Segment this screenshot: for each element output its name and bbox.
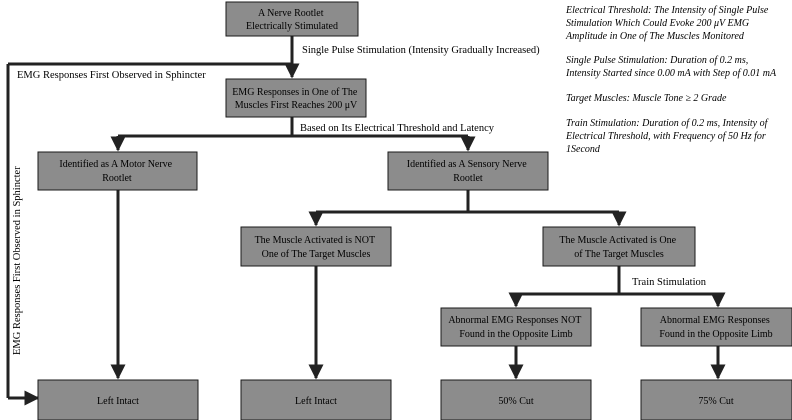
connectors xyxy=(6,36,726,406)
node-motor-rootlet: Identified as A Motor Nerve Rootlet xyxy=(37,151,198,191)
node-root: A Nerve Rootlet Electrically Stimulated xyxy=(225,1,359,37)
node-left-intact-not-target: Left Intact xyxy=(240,379,392,420)
note-target-muscles: Target Muscles: Muscle Tone ≥ 2 Grade xyxy=(566,93,727,104)
node-abnormal-found: Abnormal EMG Responses Found in the Oppo… xyxy=(640,307,792,347)
node-emg-response: EMG Responses in One of The Muscles Firs… xyxy=(225,78,367,118)
node-sensory-rootlet: Identified as A Sensory Nerve Rootlet xyxy=(387,151,549,191)
svg-text:Left Intact: Left Intact xyxy=(295,396,337,407)
notes-panel: Electrical Threshold: The Intensity of S… xyxy=(565,5,777,155)
note-single-pulse: Single Pulse Stimulation: Duration of 0.… xyxy=(565,55,777,79)
svg-text:Left Intact: Left Intact xyxy=(97,396,139,407)
svg-text:Abnormal EMG Responses NOT: Abnormal EMG Responses NOT Found in the … xyxy=(448,315,583,340)
node-abnormal-not-found: Abnormal EMG Responses NOT Found in the … xyxy=(440,307,592,347)
note-train-stimulation: Train Stimulation: Duration of 0.2 ms, I… xyxy=(565,118,770,155)
node-cut-50: 50% Cut xyxy=(440,379,592,420)
label-threshold-latency: Based on Its Electrical Threshold and La… xyxy=(300,123,495,134)
svg-text:Identified as A Sensory Nerve: Identified as A Sensory Nerve Rootlet xyxy=(407,159,529,184)
svg-text:A Nerve Rootlet Electric: A Nerve Rootlet Electrically Stimulated xyxy=(246,8,338,32)
note-electrical-threshold: Electrical Threshold: The Intensity of S… xyxy=(565,5,771,42)
svg-text:The Muscle Activated is One: The Muscle Activated is One of The Targe… xyxy=(559,235,678,260)
label-single-pulse: Single Pulse Stimulation (Intensity Grad… xyxy=(302,45,540,56)
svg-text:The Muscle Activated is NOT: The Muscle Activated is NOT One of The T… xyxy=(255,235,378,260)
node-left-intact-motor: Left Intact xyxy=(37,379,199,420)
node-not-target-muscle: The Muscle Activated is NOT One of The T… xyxy=(240,226,392,267)
svg-text:Abnormal EMG Responses F: Abnormal EMG Responses Found in the Oppo… xyxy=(659,315,772,340)
label-train-stimulation: Train Stimulation xyxy=(632,277,707,288)
svg-text:75% Cut: 75% Cut xyxy=(698,396,734,407)
label-sphincter-horizontal: EMG Responses First Observed in Sphincte… xyxy=(17,70,206,81)
node-is-target-muscle: The Muscle Activated is One of The Targe… xyxy=(542,226,696,267)
svg-text:EMG Responses in One of The: EMG Responses in One of The Muscles Firs… xyxy=(232,87,360,111)
svg-text:50% Cut: 50% Cut xyxy=(498,396,534,407)
node-cut-75: 75% Cut xyxy=(640,379,792,420)
svg-text:Identified as A Motor Nerve: Identified as A Motor Nerve Rootlet xyxy=(59,159,174,184)
label-sphincter-vertical: EMG Responses First Observed in Sphincte… xyxy=(12,166,23,355)
